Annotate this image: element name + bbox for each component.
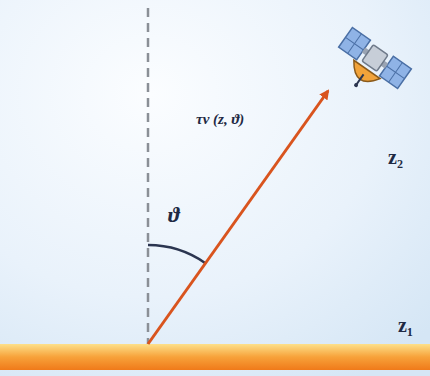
angle-label-box: ϑ — [168, 202, 180, 228]
angle-arc — [148, 245, 206, 263]
angle-label: ϑ — [168, 202, 180, 227]
level-label: z₂ — [388, 146, 403, 168]
satellite-icon — [325, 28, 411, 108]
ray-arrow — [148, 91, 328, 344]
level-label: z₁ — [398, 314, 413, 336]
zenith-line — [147, 8, 150, 344]
level-label-box: z₂ — [388, 146, 403, 169]
optical-depth-label: τν (z, ϑ) — [196, 111, 244, 127]
surface-bar — [0, 344, 430, 370]
level-label-box: z₁ — [398, 314, 413, 337]
optical-depth-label-box: τν (z, ϑ) — [196, 110, 244, 128]
